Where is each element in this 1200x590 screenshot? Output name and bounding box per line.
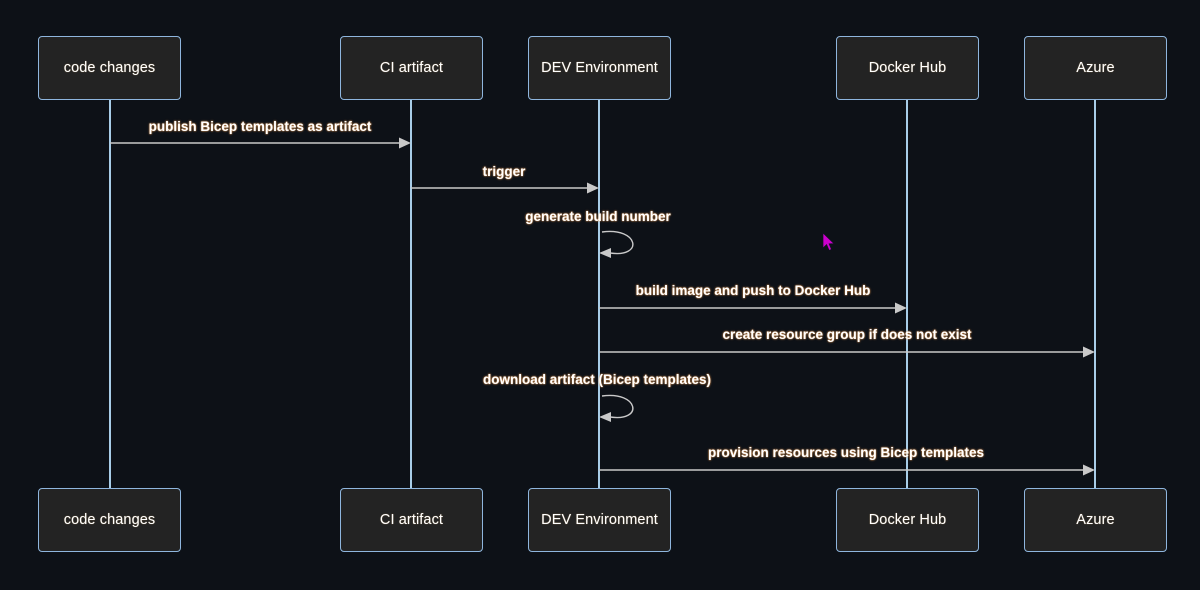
participant-dev-environment-top[interactable]: DEV Environment xyxy=(528,36,671,100)
participant-label: Docker Hub xyxy=(868,59,947,76)
participant-code-changes-bottom[interactable]: code changes xyxy=(38,488,181,552)
participant-docker-hub-top[interactable]: Docker Hub xyxy=(836,36,979,100)
participant-docker-hub-bottom[interactable]: Docker Hub xyxy=(836,488,979,552)
arrowhead-download-artifact-bicep-templates xyxy=(599,412,611,422)
participant-label: Azure xyxy=(1076,511,1115,528)
participant-label: CI artifact xyxy=(379,59,444,76)
arrowhead-create-resource-group xyxy=(1083,346,1095,358)
participant-label: code changes xyxy=(63,511,156,528)
message-label-build-image-push-docker-hub: build image and push to Docker Hub xyxy=(635,283,871,298)
arrowhead-provision-resources-bicep xyxy=(1083,464,1095,476)
message-label-trigger: trigger xyxy=(482,164,526,179)
participant-label: Azure xyxy=(1076,59,1115,76)
participant-dev-environment-bottom[interactable]: DEV Environment xyxy=(528,488,671,552)
participant-azure-bottom[interactable]: Azure xyxy=(1024,488,1167,552)
self-message-path-download-artifact-bicep-templates xyxy=(601,394,634,419)
message-label-publish-bicep-templates: publish Bicep templates as artifact xyxy=(148,119,372,134)
arrowhead-build-image-push-docker-hub xyxy=(895,302,907,314)
participant-label: DEV Environment xyxy=(541,511,658,528)
participant-ci-artifact-bottom[interactable]: CI artifact xyxy=(340,488,483,552)
lifelines-group xyxy=(109,100,1096,488)
message-label-provision-resources-bicep: provision resources using Bicep template… xyxy=(707,445,985,460)
participant-label: Docker Hub xyxy=(868,511,947,528)
arrowhead-generate-build-number xyxy=(599,248,611,258)
self-message-path-generate-build-number xyxy=(601,230,634,255)
participant-code-changes-top[interactable]: code changes xyxy=(38,36,181,100)
participant-label: DEV Environment xyxy=(541,59,658,76)
message-arrows-group xyxy=(110,137,1095,476)
arrowhead-trigger xyxy=(587,182,599,194)
message-label-generate-build-number: generate build number xyxy=(525,209,671,224)
participant-label: code changes xyxy=(63,59,156,76)
participant-azure-top[interactable]: Azure xyxy=(1024,36,1167,100)
message-label-create-resource-group: create resource group if does not exist xyxy=(722,327,972,342)
arrowhead-publish-bicep-templates xyxy=(399,137,411,149)
message-label-download-artifact-bicep-templates: download artifact (Bicep templates) xyxy=(482,372,712,387)
participant-ci-artifact-top[interactable]: CI artifact xyxy=(340,36,483,100)
participant-label: CI artifact xyxy=(379,511,444,528)
